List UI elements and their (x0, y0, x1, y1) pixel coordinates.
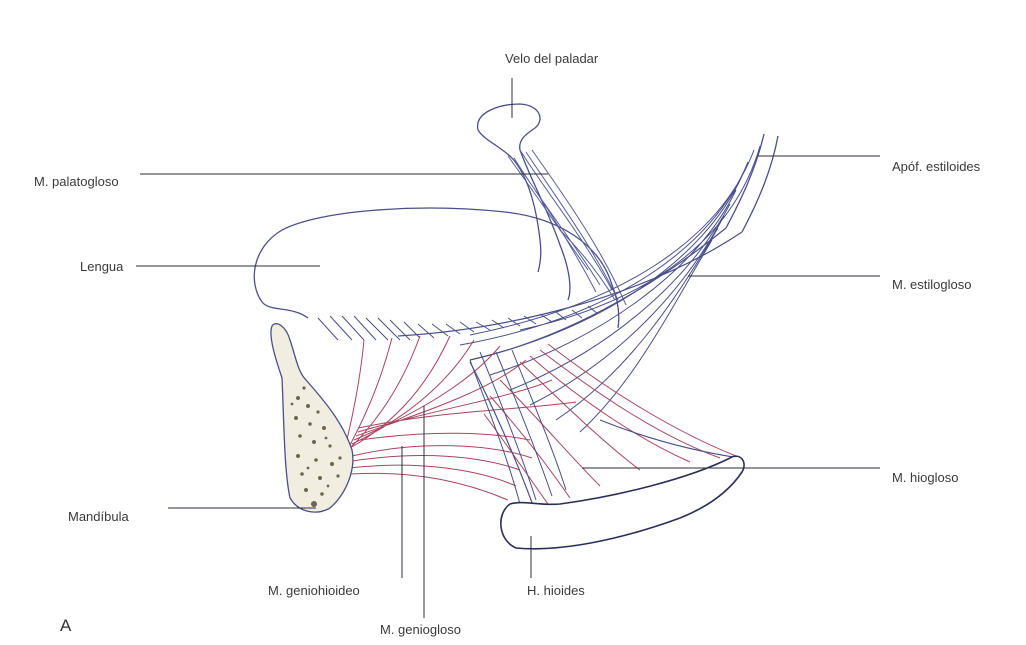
label-hioides: H. hioides (527, 584, 585, 597)
soft-palate-outline (478, 104, 570, 300)
mandible-outline (271, 324, 353, 512)
hyoid-bone (501, 456, 744, 549)
soft-palate-lower (478, 130, 541, 272)
hyoglossus-crossfibers (470, 350, 566, 504)
label-mandibula: Mandíbula (68, 510, 129, 523)
label-hiogloso: M. hiogloso (892, 471, 958, 484)
label-estilogloso: M. estilogloso (892, 278, 971, 291)
label-palatogloso: M. palatogloso (34, 175, 119, 188)
label-geniogloso: M. geniogloso (380, 623, 461, 636)
tongue-tip (262, 302, 308, 318)
label-lengua: Lengua (80, 260, 123, 273)
label-apofisis-estiloides: Apóf. estiloides (892, 160, 980, 173)
label-velo-del-paladar: Velo del paladar (505, 52, 598, 65)
label-geniohioideo: M. geniohioideo (268, 584, 360, 597)
styloid-process (726, 134, 778, 232)
panel-letter: A (60, 616, 71, 636)
palatoglossus-fibers (508, 150, 626, 305)
tongue-outline (254, 208, 618, 328)
genioglossus-fibers (342, 336, 576, 460)
